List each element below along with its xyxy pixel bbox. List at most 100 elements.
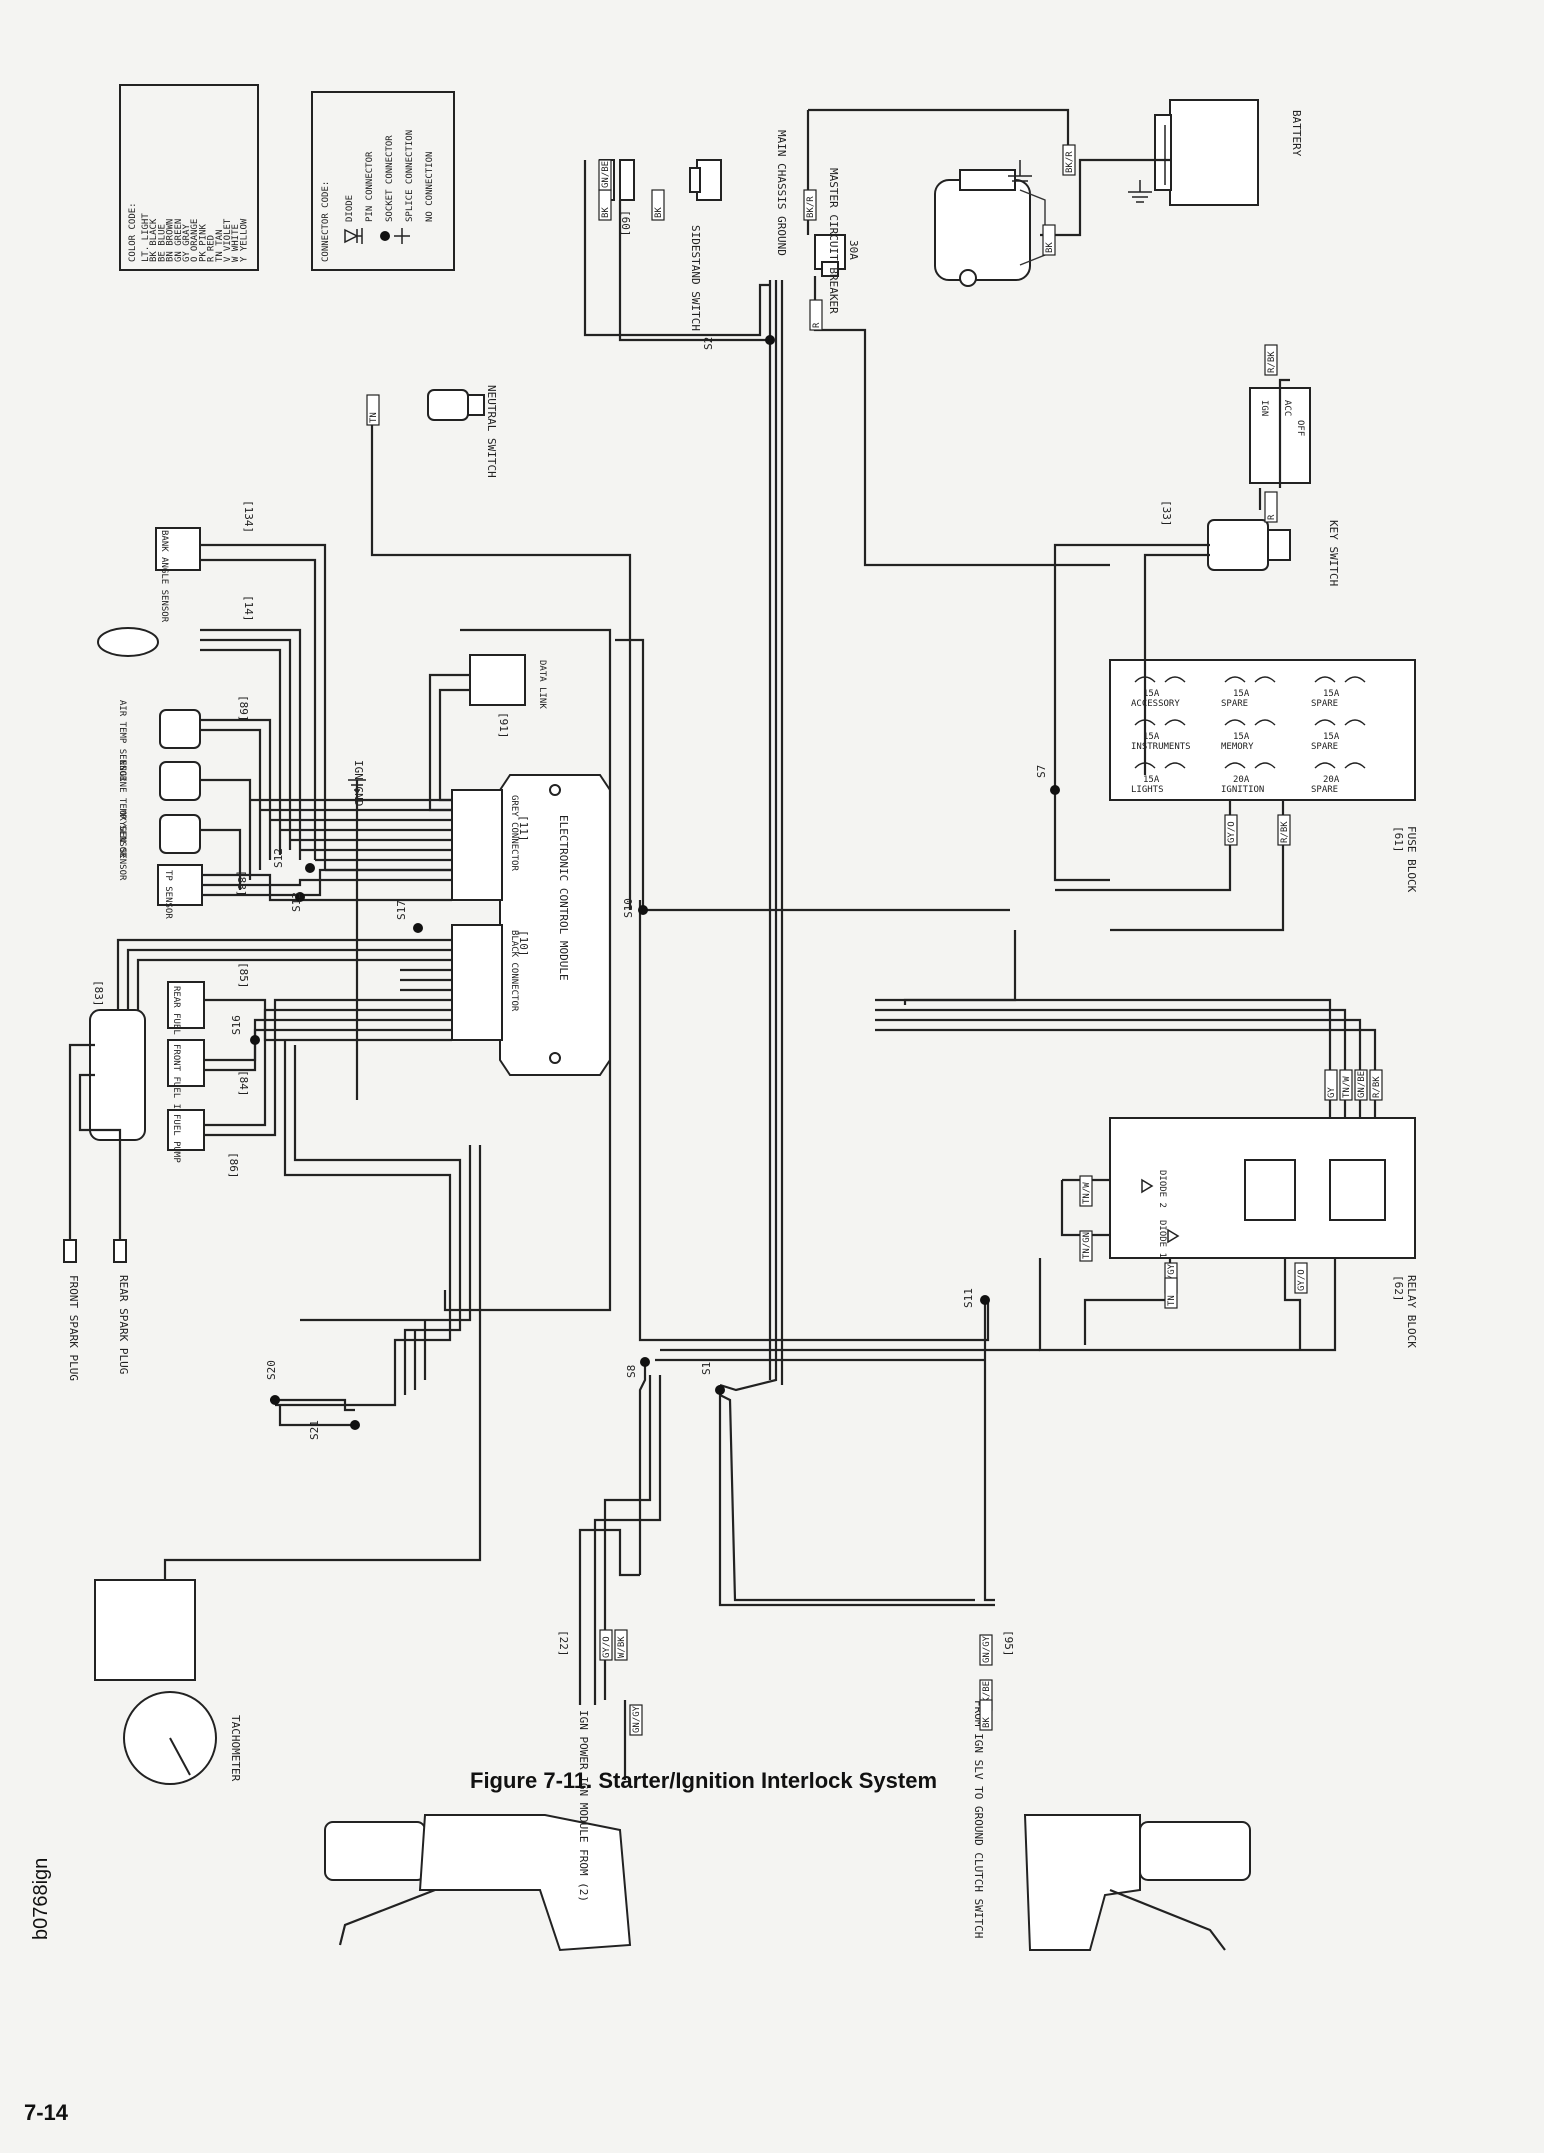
wire-tag: GN/GY bbox=[979, 1634, 993, 1666]
ground-icon bbox=[348, 779, 366, 791]
map-sensor: [14] bbox=[97, 595, 255, 657]
wire-color-label: GN/GY bbox=[632, 1705, 642, 1733]
wire-tag: BK bbox=[1042, 224, 1056, 256]
wire-color-label: R/BK bbox=[1372, 1076, 1382, 1098]
connector-code-entry: PIN CONNECTOR bbox=[365, 151, 375, 222]
color-code-entry: BK BLACK bbox=[149, 218, 159, 262]
connector-code-entry: DIODE bbox=[345, 195, 355, 222]
neutral-label: NEUTRAL SWITCH bbox=[485, 385, 498, 478]
wire-tag: GY/O bbox=[599, 1629, 613, 1661]
splice-label: S11 bbox=[962, 1288, 975, 1308]
wire-color-label: BK/BE bbox=[982, 1681, 992, 1708]
fuse-block-label: FUSE BLOCK bbox=[1405, 826, 1418, 893]
key-off-label: OFF bbox=[1295, 420, 1305, 436]
color-code-title: COLOR CODE: bbox=[128, 202, 138, 262]
diode-2-label: DIODE 2 bbox=[1157, 1170, 1167, 1208]
front-injector-ref: [84] bbox=[237, 1070, 250, 1097]
wire-tag: BK/R bbox=[1062, 144, 1076, 176]
wire-tag: BK bbox=[651, 189, 665, 221]
right-handlebar bbox=[1023, 1814, 1251, 1951]
black-connector-ref: [10] bbox=[517, 930, 530, 957]
master-circuit-breaker: MASTER CIRCUIT BREAKER 30A bbox=[814, 168, 860, 314]
fuse-rating: 15A bbox=[1323, 689, 1340, 699]
wire-color-label: R bbox=[1267, 514, 1277, 520]
wire-tag: GN/GY bbox=[629, 1704, 643, 1736]
ground-icon bbox=[1128, 180, 1152, 203]
wire-tag: TN/W bbox=[1339, 1069, 1353, 1101]
wire-color-label: GY/O bbox=[602, 1636, 612, 1658]
splice-label: S16 bbox=[230, 1015, 243, 1035]
sidestand-label: SIDESTAND SWITCH bbox=[689, 225, 702, 331]
color-code-entry: R RED bbox=[207, 235, 217, 262]
splice-label: S10 bbox=[622, 898, 635, 918]
wire-tag: R bbox=[1264, 491, 1278, 523]
rear-injector-ref: [85] bbox=[237, 962, 250, 989]
wire-color-label: GY/O bbox=[1227, 821, 1237, 843]
splice-label: S12 bbox=[272, 848, 285, 868]
ecm-ref: [11] bbox=[517, 815, 530, 842]
connector-code-entry: SOCKET CONNECTOR bbox=[385, 135, 395, 222]
color-code-entry: TN TAN bbox=[215, 229, 225, 262]
connector-code-entry: SPLICE CONNECTION bbox=[405, 130, 415, 222]
fuse-rating: 15A bbox=[1323, 732, 1340, 742]
connector-code-title: CONNECTOR CODE: bbox=[321, 181, 331, 262]
splice-label: S2 bbox=[702, 337, 715, 350]
tp-sensor-label: TP SENSOR bbox=[163, 870, 173, 919]
wire-tag: R/BK bbox=[1277, 814, 1291, 846]
key-switch-label: KEY SWITCH bbox=[1327, 520, 1340, 586]
fuse-name: SPARE bbox=[1311, 742, 1338, 752]
splice-label: S17 bbox=[395, 900, 408, 920]
wire-tag: GY/O bbox=[1224, 814, 1238, 846]
fuse-rating: 20A bbox=[1233, 775, 1250, 785]
wire-color-label: BK bbox=[982, 1717, 992, 1728]
splice-dot bbox=[715, 1385, 725, 1395]
connector-code-entry: NO CONNECTION bbox=[425, 152, 435, 222]
splice-dot bbox=[980, 1295, 990, 1305]
clutch-switch-label: FROM IGN SLV TO GROUND CLUTCH SWITCH bbox=[972, 1700, 985, 1938]
color-code-entry: PK PINK bbox=[198, 223, 208, 262]
wire-tag: GY/O bbox=[1294, 1262, 1308, 1294]
fuse-rating: 15A bbox=[1143, 732, 1160, 742]
wire-color-label: BK bbox=[654, 207, 664, 218]
wire-color-label: GN/BE bbox=[601, 161, 611, 188]
wire-tag: TN/W bbox=[1079, 1175, 1093, 1207]
wire-color-label: GY bbox=[1327, 1087, 1337, 1098]
splice-label: S13 bbox=[290, 892, 303, 912]
wire-tag: R bbox=[809, 299, 823, 331]
wire-color-label: W/BK bbox=[617, 1636, 627, 1658]
sidestand-ref: [60] bbox=[619, 210, 632, 237]
data-link-ref: [91] bbox=[497, 712, 510, 739]
neutral-switch: NEUTRAL SWITCH bbox=[427, 385, 498, 478]
splice-dot bbox=[295, 892, 305, 902]
map-sensor-ref: [14] bbox=[242, 595, 255, 622]
breaker-rating: 30A bbox=[847, 240, 860, 260]
rear-fuel-injector: REAR FUEL INJ [85] bbox=[167, 962, 250, 1056]
bank-angle-label: BANK ANGLE SENSOR bbox=[159, 530, 169, 623]
air-temp-label: AIR TEMP SENSOR bbox=[117, 700, 127, 782]
fuse-name: LIGHTS bbox=[1131, 785, 1164, 795]
ign-module-label: IGN POWER IGN MODULE FROM (2) bbox=[577, 1710, 590, 1902]
wiring-harness bbox=[116, 108, 1377, 1780]
grey-connector-label: GREY CONNECTOR bbox=[509, 795, 519, 871]
connector-code-legend: CONNECTOR CODE: DIODE PIN CONNECTOR SOCKET… bbox=[311, 91, 455, 271]
rear-injector-label: REAR FUEL INJ bbox=[171, 986, 181, 1056]
wire-color-label: TN/W bbox=[1342, 1076, 1352, 1098]
wire-tag: BK bbox=[979, 1699, 993, 1731]
main-ground-label: MAIN CHASSIS GROUND bbox=[775, 130, 788, 256]
page-number: 7-14 bbox=[24, 2100, 69, 2125]
tp-sensor-ref: [88] bbox=[235, 870, 248, 897]
front-fuel-injector: FRONT FUEL INJ [84] bbox=[167, 1039, 250, 1120]
diode-symbol-icon bbox=[344, 228, 359, 244]
ecm-label: ELECTRONIC CONTROL MODULE bbox=[557, 815, 570, 981]
fuse-name: INSTRUMENTS bbox=[1131, 742, 1191, 752]
wire-color-label: TN bbox=[369, 412, 379, 423]
fuse-rating: 15A bbox=[1233, 732, 1250, 742]
starter-motor bbox=[934, 160, 1046, 287]
data-link-label: DATA LINK bbox=[537, 660, 547, 709]
color-code-entry: GN GREEN bbox=[174, 219, 184, 262]
